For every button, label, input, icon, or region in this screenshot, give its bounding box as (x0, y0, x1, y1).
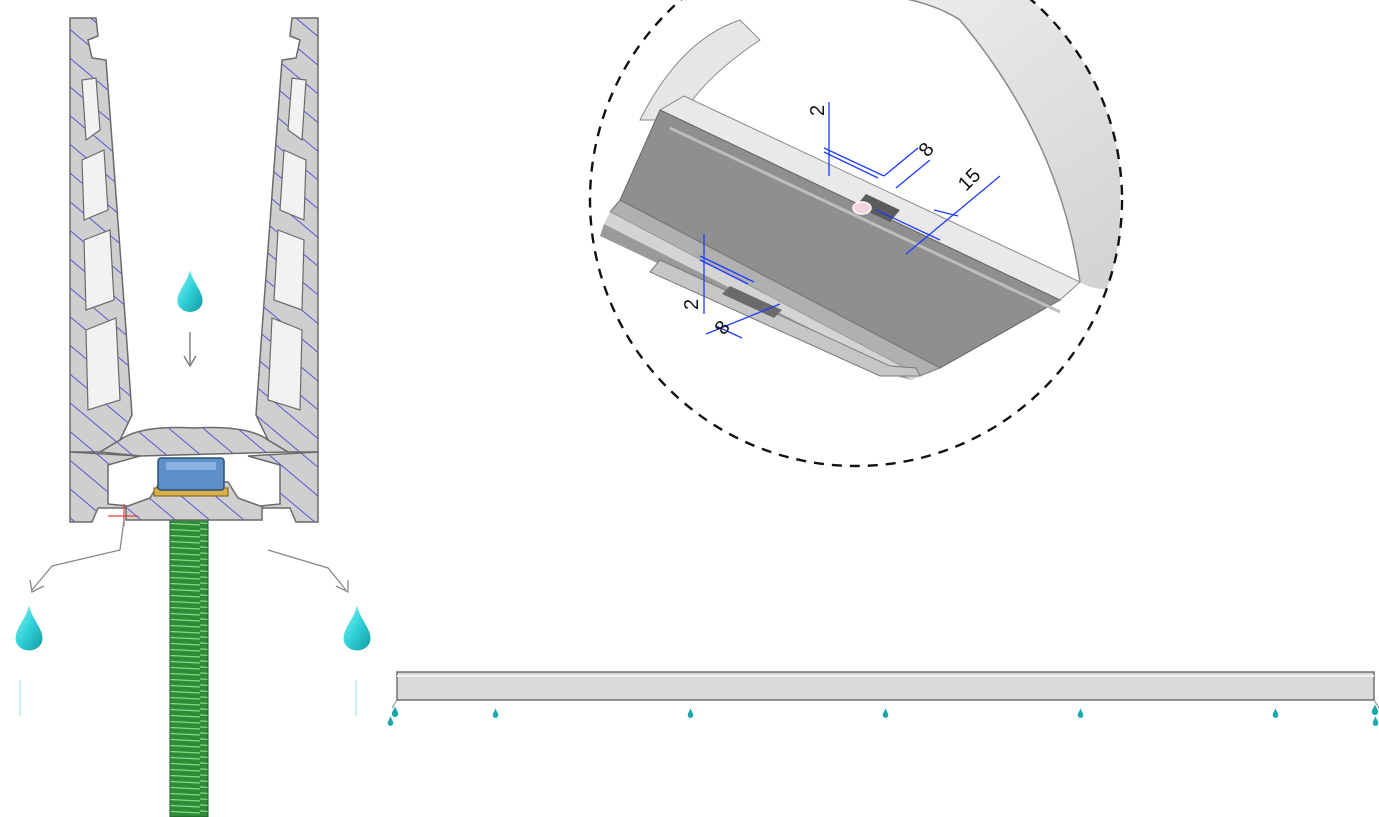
water-drop-icon (882, 708, 889, 718)
water-drop-icon (1272, 708, 1279, 718)
water-drop-icon (1077, 708, 1084, 718)
water-drop-icon (15, 605, 43, 651)
water-drop-icon (687, 708, 694, 718)
detail-circle-outline (588, 0, 1124, 468)
profile-cross-section (15, 17, 371, 817)
dimension-label: 2 (681, 299, 703, 310)
dimension-lines (699, 102, 1001, 339)
water-drop-icon (177, 270, 203, 312)
dimension-label: 8 (915, 139, 939, 161)
threaded-rod (169, 487, 209, 817)
profile-end-face (700, 0, 1120, 290)
drain-hole (852, 201, 872, 215)
dimension-label: 15 (954, 164, 985, 195)
arrow-icon (183, 332, 197, 368)
water-drop-icon (492, 708, 499, 718)
outflow-path-right (267, 549, 349, 594)
dimension-label: 8 (711, 317, 735, 339)
water-drop-icon (343, 605, 371, 651)
profile-floor (97, 426, 291, 457)
water-drop-icon (1372, 716, 1379, 726)
dimension-label: 2 (807, 105, 829, 116)
outflow-path-left (29, 519, 125, 593)
detail-view: 2 8 15 2 8 (588, 0, 1124, 468)
water-drop-icon (387, 716, 394, 726)
rail-side-view (387, 671, 1379, 726)
